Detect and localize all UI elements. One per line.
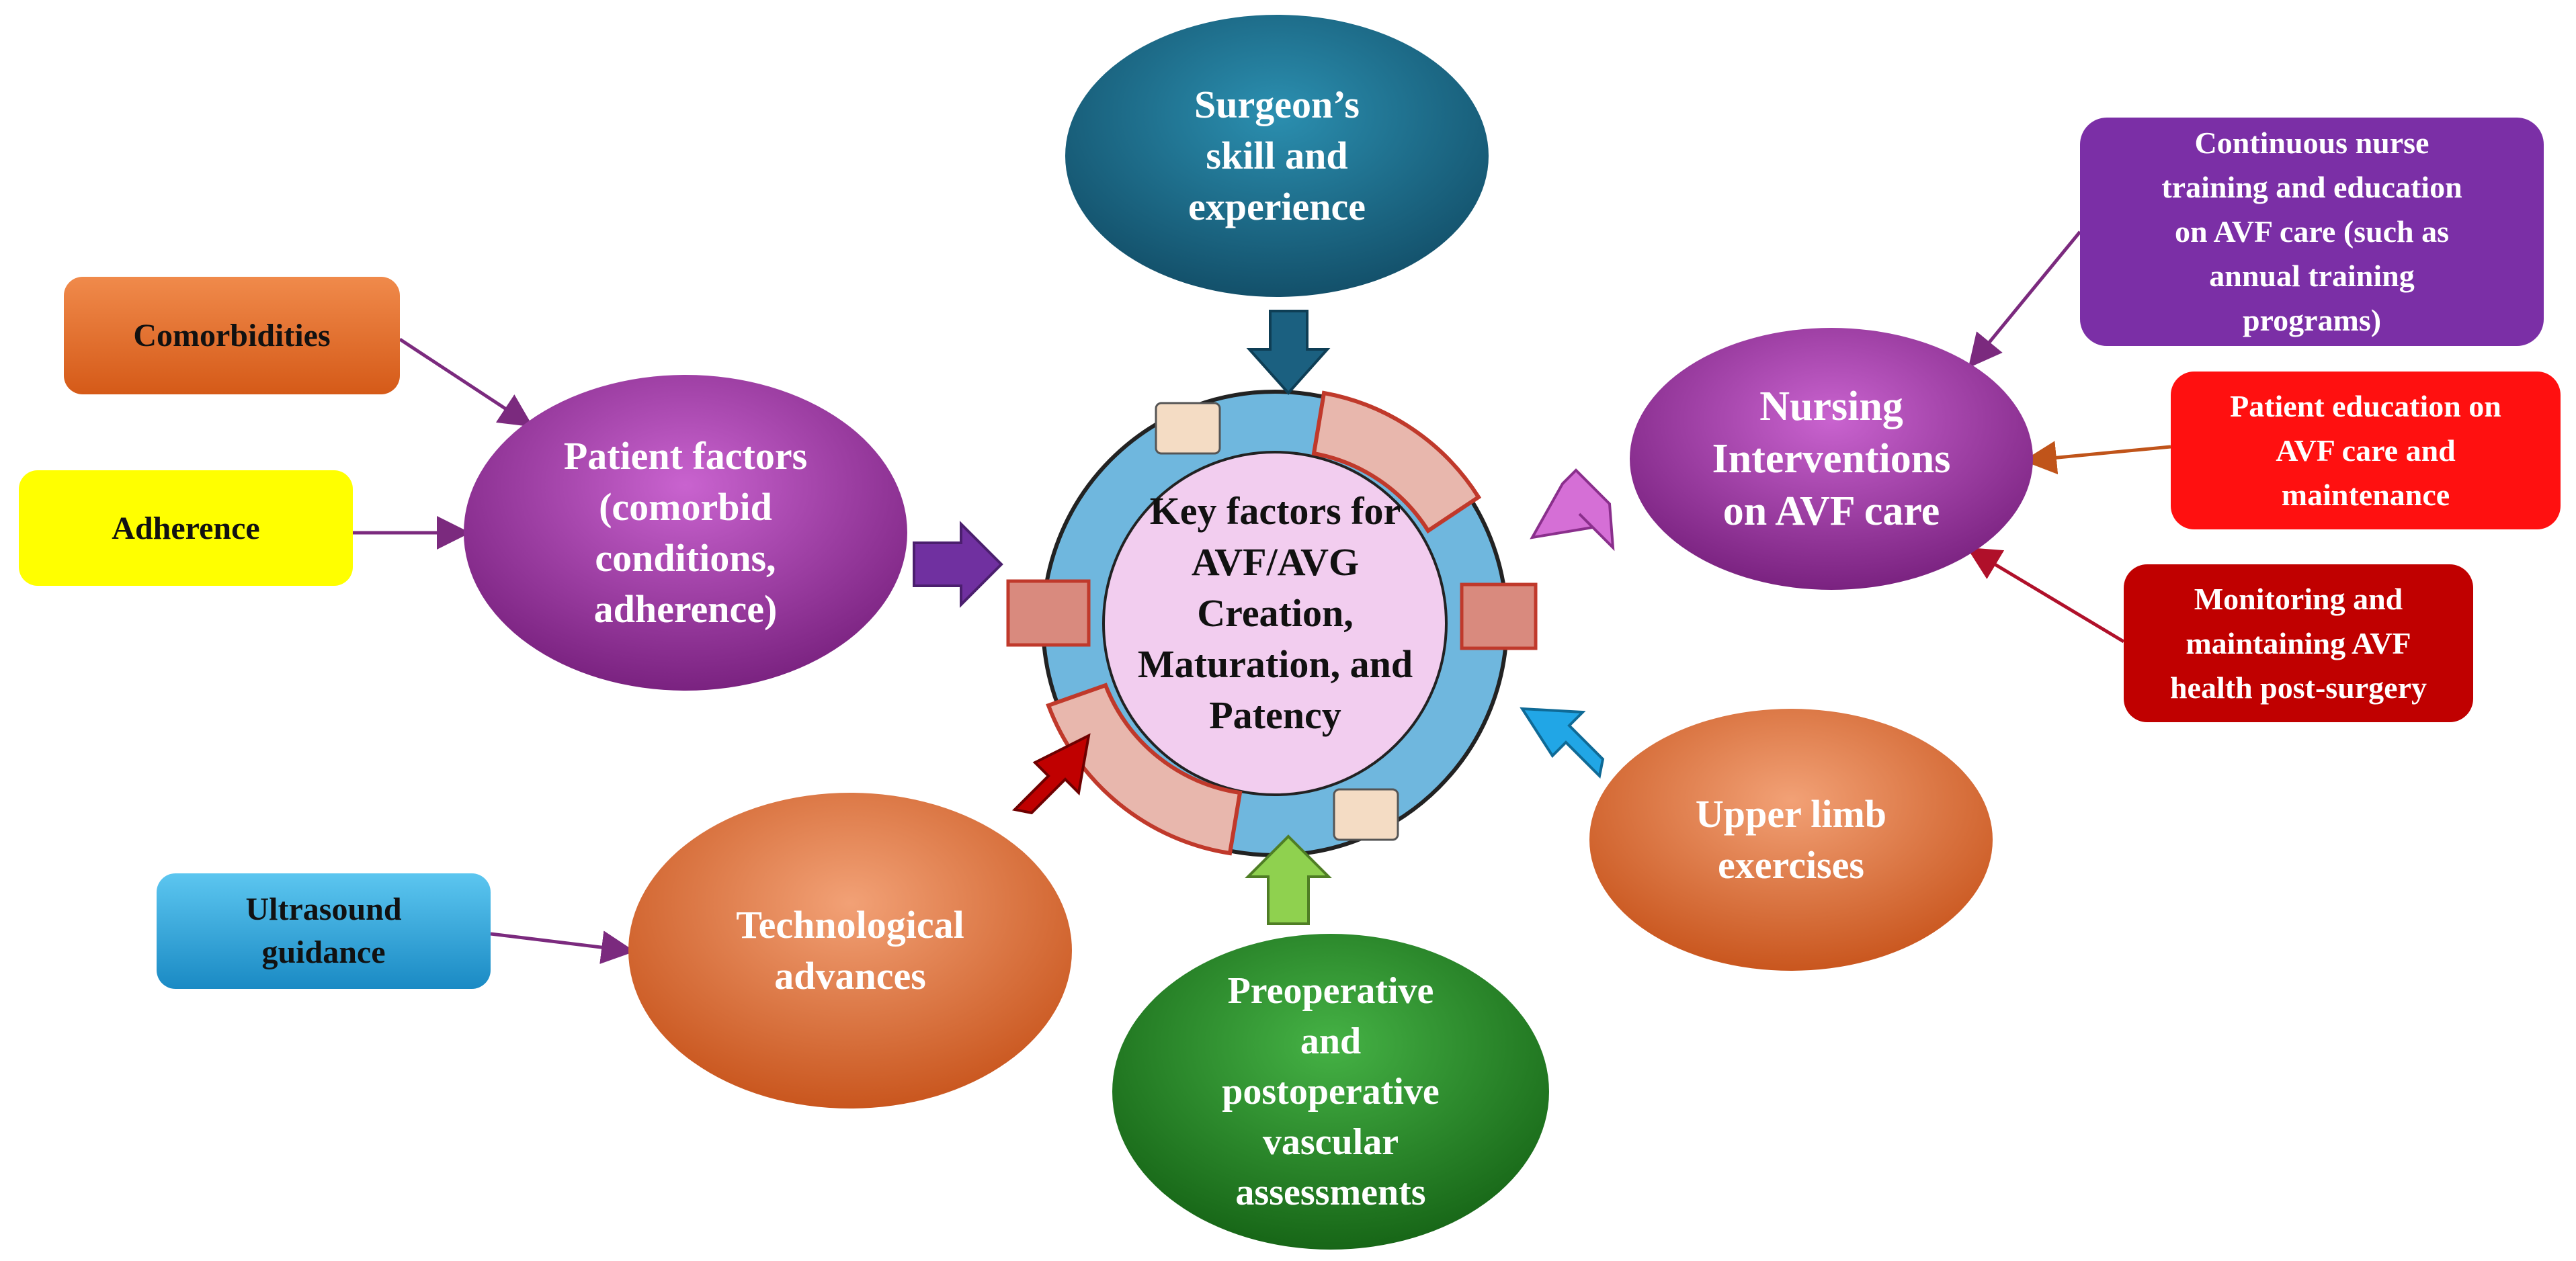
central-ring [1006, 390, 1538, 857]
box-nurse-training-shape [2080, 118, 2544, 346]
box-comorbidities-shape [64, 277, 400, 394]
hand-illustration-top [1155, 402, 1221, 455]
arrow-nursing-to-center [1530, 468, 1615, 552]
ellipse-vascular-shape [1112, 934, 1549, 1250]
arrow-surgeon-to-center [1246, 310, 1331, 396]
connector-nurse-training [1968, 230, 2081, 368]
connector-monitoring [1966, 547, 2125, 644]
connector-patient-education [2023, 441, 2171, 475]
ellipse-technological-shape [628, 793, 1072, 1108]
subfactor-ultrasound-guidance: Ultrasound guidance [245, 892, 402, 970]
arrow-exercises-to-center [1520, 707, 1605, 779]
ellipse-surgeon-shape [1065, 15, 1489, 297]
arrow-patient-to-center [913, 521, 1003, 608]
factor-nursing-interventions: Nursing Interventions on AVF care [1712, 384, 1951, 534]
factor-surgeon-skill: Surgeon’s skill and experience [1188, 83, 1366, 228]
box-ultrasound-shape [157, 873, 491, 989]
center-title: Key factors for AVF/AVG Creation, Matura… [1137, 488, 1413, 737]
subfactor-patient-education: Patient education on AVF care and mainte… [2230, 388, 2501, 512]
factor-patient: Patient factors (comorbid conditions, ad… [563, 434, 808, 631]
factor-vascular-assessments: Preoperative and postoperative vascular … [1222, 969, 1440, 1213]
subfactor-comorbidities: Comorbidities [133, 318, 331, 353]
connector-ultrasound [490, 930, 635, 964]
arrow-vascular-to-center [1245, 834, 1332, 925]
ellipse-patient-shape [464, 375, 907, 691]
ellipse-nursing-shape [1630, 328, 2033, 590]
vessel-illustration-top [1311, 390, 1482, 534]
box-adherence-shape [19, 470, 353, 586]
subfactor-monitoring: Monitoring and maintaining AVF health po… [2169, 581, 2427, 705]
ellipse-exercises-shape [1589, 709, 1993, 971]
box-patient-education-shape [2171, 372, 2561, 529]
vessel-illustration-bottom [1046, 683, 1243, 856]
factor-upper-limb-exercises: Upper limb exercises [1695, 792, 1887, 887]
box-monitoring-shape [2124, 564, 2473, 722]
subfactor-nurse-training: Continuous nurse training and education … [2161, 126, 2462, 337]
subfactor-adherence: Adherence [112, 510, 260, 546]
vessel-illustration-right [1460, 582, 1538, 650]
connector-comorbidities [399, 337, 534, 427]
hand-illustration-bottom [1333, 788, 1399, 841]
vessel-illustration-left [1006, 579, 1091, 647]
factor-technological-advances: Technological advances [736, 903, 964, 998]
arrow-technological-to-center [1011, 733, 1091, 815]
